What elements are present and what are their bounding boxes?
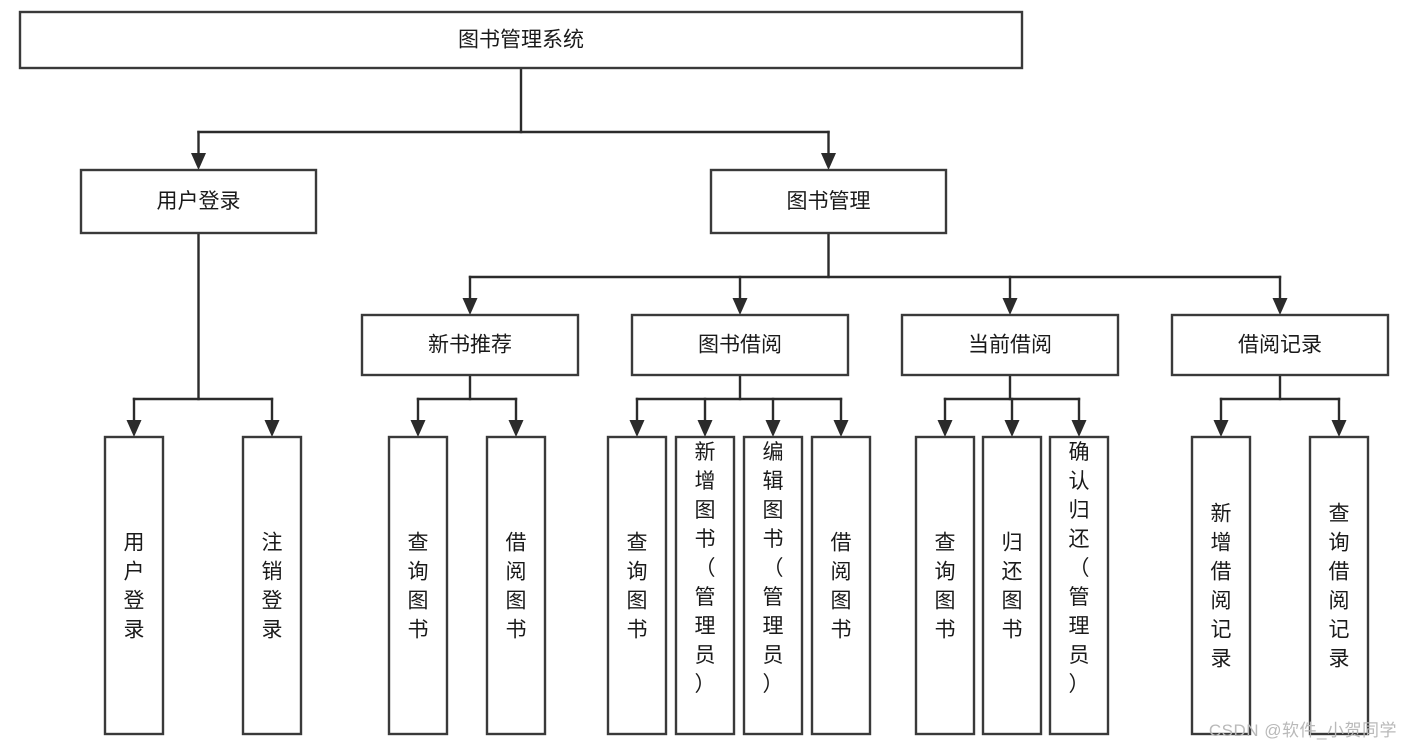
node-box[interactable]	[674, 435, 736, 736]
node-图书借阅[interactable]: 图书借阅	[630, 313, 850, 377]
node-当前借阅[interactable]: 当前借阅	[900, 313, 1120, 377]
node-用户登录[interactable]: 用户登录	[103, 435, 165, 736]
node-label: 新增图书（管理员）	[695, 441, 716, 696]
node-label: 查询图书	[627, 532, 648, 642]
arrow-head-icon	[1331, 420, 1347, 437]
arrow-head-icon	[732, 298, 748, 315]
node-label: 新书推荐	[428, 334, 512, 357]
arrow-head-icon	[126, 420, 142, 437]
nodes-layer: 图书管理系统用户登录用户登录注销登录图书管理新书推荐查询图书借阅图书图书借阅查询…	[18, 10, 1390, 736]
arrow-head-icon	[1071, 420, 1087, 437]
node-box[interactable]	[1308, 435, 1370, 736]
node-box[interactable]	[914, 435, 976, 736]
node-label: 归还图书	[1002, 532, 1023, 642]
connectors-layer	[126, 66, 1347, 437]
node-新增图书管理员[interactable]: 新增图书（管理员）	[674, 435, 736, 736]
node-label: 确认归还（管理员）	[1069, 441, 1090, 696]
node-label: 用户登录	[124, 532, 145, 642]
node-用户登录[interactable]: 用户登录	[79, 168, 318, 235]
node-借阅记录[interactable]: 借阅记录	[1170, 313, 1390, 377]
node-label: 当前借阅	[968, 334, 1052, 357]
node-label: 借阅图书	[831, 532, 852, 642]
node-查询图书[interactable]: 查询图书	[606, 435, 668, 736]
node-归还图书[interactable]: 归还图书	[981, 435, 1043, 736]
node-查询图书[interactable]: 查询图书	[914, 435, 976, 736]
arrow-head-icon	[462, 298, 478, 315]
watermark-label: CSDN @软件_小贺同学	[1208, 721, 1397, 740]
node-label: 注销登录	[262, 532, 283, 642]
arrow-head-icon	[264, 420, 280, 437]
node-box[interactable]	[709, 168, 948, 235]
node-查询图书[interactable]: 查询图书	[387, 435, 449, 736]
arrow-head-icon	[821, 153, 836, 170]
node-box[interactable]	[18, 10, 1024, 70]
node-box[interactable]	[1170, 313, 1390, 377]
node-图书管理[interactable]: 图书管理	[709, 168, 948, 235]
arrow-head-icon	[833, 420, 849, 437]
arrow-head-icon	[410, 420, 426, 437]
node-box[interactable]	[981, 435, 1043, 736]
node-box[interactable]	[606, 435, 668, 736]
arrow-head-icon	[765, 420, 781, 437]
node-box[interactable]	[103, 435, 165, 736]
arrow-head-icon	[1272, 298, 1288, 315]
node-label: 图书借阅	[698, 334, 782, 357]
node-label: 新增借阅记录	[1211, 503, 1232, 671]
node-label: 借阅记录	[1238, 334, 1322, 357]
node-box[interactable]	[742, 435, 804, 736]
node-box[interactable]	[1048, 435, 1110, 736]
node-确认归还管理员[interactable]: 确认归还（管理员）	[1048, 435, 1110, 736]
arrow-head-icon	[508, 420, 524, 437]
arrow-head-icon	[1213, 420, 1229, 437]
node-编辑图书管理员[interactable]: 编辑图书（管理员）	[742, 435, 804, 736]
node-新增借阅记录[interactable]: 新增借阅记录	[1190, 435, 1252, 736]
arrow-head-icon	[1002, 298, 1018, 315]
node-图书管理系统[interactable]: 图书管理系统	[18, 10, 1024, 70]
arrow-head-icon	[191, 153, 206, 170]
node-box[interactable]	[387, 435, 449, 736]
node-label: 用户登录	[157, 190, 241, 213]
arrow-head-icon	[629, 420, 645, 437]
node-label: 图书管理系统	[458, 29, 584, 52]
node-box[interactable]	[485, 435, 547, 736]
node-box[interactable]	[900, 313, 1120, 377]
node-label: 查询图书	[935, 532, 956, 642]
node-label: 编辑图书（管理员）	[763, 441, 784, 696]
node-box[interactable]	[79, 168, 318, 235]
node-label: 图书管理	[787, 190, 871, 213]
arrow-head-icon	[697, 420, 713, 437]
node-box[interactable]	[1190, 435, 1252, 736]
node-注销登录[interactable]: 注销登录	[241, 435, 303, 736]
node-查询借阅记录[interactable]: 查询借阅记录	[1308, 435, 1370, 736]
arrow-head-icon	[1004, 420, 1020, 437]
node-box[interactable]	[810, 435, 872, 736]
node-借阅图书[interactable]: 借阅图书	[810, 435, 872, 736]
node-label: 查询图书	[408, 532, 429, 642]
node-label: 查询借阅记录	[1329, 503, 1350, 671]
node-借阅图书[interactable]: 借阅图书	[485, 435, 547, 736]
node-box[interactable]	[630, 313, 850, 377]
node-label: 借阅图书	[506, 532, 527, 642]
arrow-head-icon	[937, 420, 953, 437]
node-box[interactable]	[241, 435, 303, 736]
node-新书推荐[interactable]: 新书推荐	[360, 313, 580, 377]
node-box[interactable]	[360, 313, 580, 377]
